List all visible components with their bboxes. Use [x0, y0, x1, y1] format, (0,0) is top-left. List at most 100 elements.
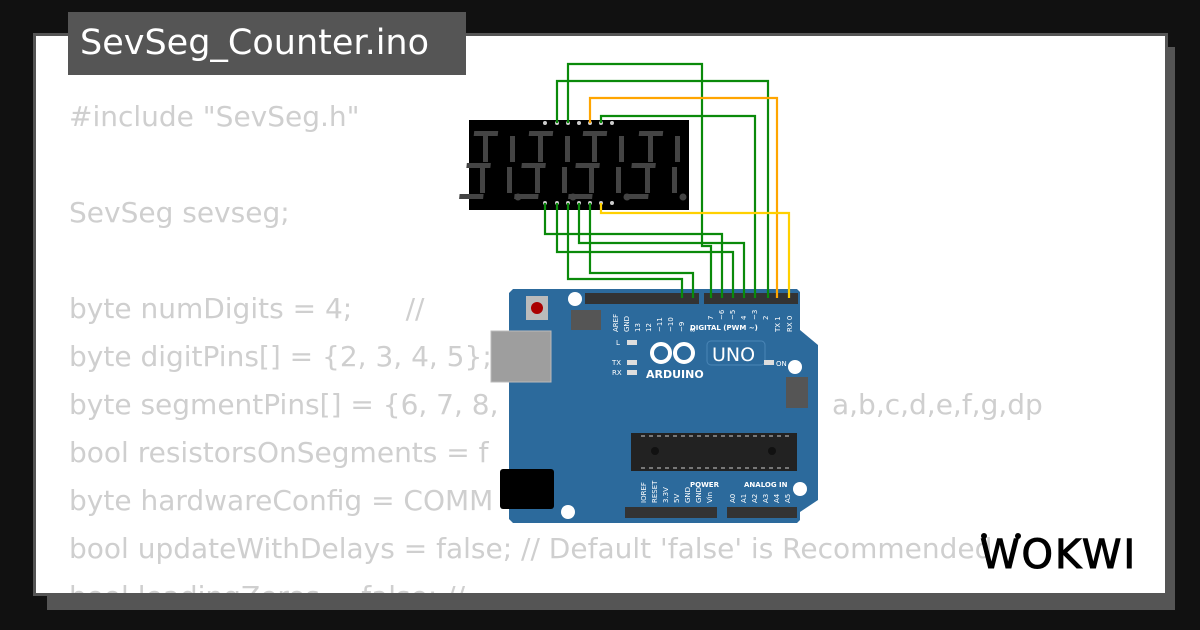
led-label: ON: [776, 360, 787, 368]
pin-label: 7: [707, 316, 715, 320]
pin-label: A1: [740, 494, 748, 503]
led-label: TX: [611, 359, 621, 367]
pin-label: A5: [784, 494, 792, 503]
segment: [645, 167, 650, 193]
code-line: a,b,c,d,e,f,g,dp: [832, 388, 1043, 421]
segment: [582, 131, 608, 136]
pin-label: RX 0: [786, 316, 794, 332]
pin-label: 8: [689, 328, 697, 332]
code-line: byte segmentPins[] = {6, 7, 8,: [69, 388, 499, 421]
pin-label: RESET: [651, 480, 659, 503]
wire: [577, 203, 746, 298]
code-line: SevSeg sevseg;: [69, 196, 290, 229]
segment: [565, 136, 570, 162]
header-power: [625, 507, 717, 518]
pin-label: GND: [623, 316, 631, 332]
header-analog: [727, 507, 797, 518]
code-line: bool updateWithDelays = false; // Defaul…: [69, 532, 993, 565]
pin-label: 3.3V: [662, 487, 670, 503]
code-line: byte digitPins[] = {2, 3, 4, 5};: [69, 340, 492, 373]
display-pin[interactable]: [610, 201, 614, 205]
segment: [507, 167, 512, 193]
power-label: POWER: [690, 481, 720, 489]
pin-label: ~3: [751, 310, 759, 320]
wokwi-logo: WOKWI: [980, 532, 1137, 578]
code-line: byte hardwareConfig = COMM: [69, 484, 494, 517]
uno-model: UNO: [712, 344, 755, 366]
arduino-brand: ARDUINO: [646, 368, 704, 381]
segment: [619, 136, 624, 162]
segment: [624, 194, 649, 199]
segment: [538, 136, 543, 162]
pin-label: GND: [695, 487, 703, 503]
pin-label: ~5: [729, 310, 737, 320]
pin-label: TX 1: [774, 316, 782, 333]
display-pin[interactable]: [577, 121, 581, 125]
code-line: byte numDigits = 4; //: [69, 292, 425, 325]
code-line: #include "SevSeg.h": [69, 100, 360, 133]
segment: [459, 194, 484, 199]
code-background: #include "SevSeg.h" SevSeg sevseg; byte …: [69, 36, 1043, 593]
wire: [555, 203, 735, 298]
power-jack: [500, 469, 554, 509]
segment: [672, 167, 677, 193]
segment: [466, 163, 491, 168]
pin-label: ~6: [718, 309, 726, 320]
pin-label: AREF: [612, 314, 620, 332]
segment: [589, 167, 594, 193]
segment: [592, 136, 597, 162]
wire: [566, 62, 713, 298]
arduino-uno-board[interactable]: AREF GND 13 12 ~11 ~10 ~9 8 7 ~6 ~5 4 ~3…: [490, 289, 818, 523]
pin-label: ~9: [678, 322, 686, 332]
segment: [562, 167, 567, 193]
pin-label: A4: [773, 493, 781, 503]
segment: [480, 167, 485, 193]
wire: [555, 79, 770, 298]
segment: [510, 136, 515, 162]
wire: [588, 96, 779, 298]
segment: [575, 163, 600, 168]
header-right: [704, 293, 798, 304]
seven-segment-display[interactable]: [459, 120, 689, 210]
arduino-logo-icon: [650, 342, 695, 364]
segment: [638, 131, 664, 136]
pin-label: ~11: [656, 317, 664, 332]
segment: [535, 167, 540, 193]
code-line: bool resistorsOnSegments = f: [69, 436, 489, 469]
pin-label: ~10: [667, 317, 675, 332]
segment: [473, 131, 499, 136]
pin-label: 2: [762, 316, 770, 320]
code-line: bool leadingZeros = false; //: [69, 573, 465, 593]
segment: [521, 163, 546, 168]
segment: [616, 167, 621, 193]
pin-label: A3: [762, 494, 770, 503]
segment: [631, 163, 656, 168]
wire: [599, 203, 791, 298]
decimal-point: [679, 193, 687, 201]
led-label: RX: [612, 369, 622, 377]
pin-label: GND: [684, 487, 692, 503]
segment: [568, 194, 593, 199]
pin-label: A0: [729, 494, 737, 503]
usb-connector: [490, 330, 552, 383]
wire: [588, 203, 695, 298]
wires: [543, 62, 791, 298]
pin-label: 4: [740, 315, 748, 320]
led-label: L: [616, 339, 620, 347]
pin-label: 5V: [673, 494, 681, 503]
pin-label: 12: [645, 323, 653, 332]
segment: [675, 136, 680, 162]
wire: [599, 114, 757, 298]
wokwi-logo-dots: [981, 533, 1021, 539]
segment: [514, 194, 539, 199]
digital-label: DIGITAL (PWM ~): [690, 324, 758, 332]
project-title: SevSeg_Counter.ino: [68, 12, 466, 75]
segment: [648, 136, 653, 162]
display-pin[interactable]: [543, 121, 547, 125]
pin-label: A2: [751, 494, 759, 503]
display-pin[interactable]: [610, 121, 614, 125]
segment: [483, 136, 488, 162]
pin-label: 13: [634, 323, 642, 332]
wire: [543, 203, 724, 298]
